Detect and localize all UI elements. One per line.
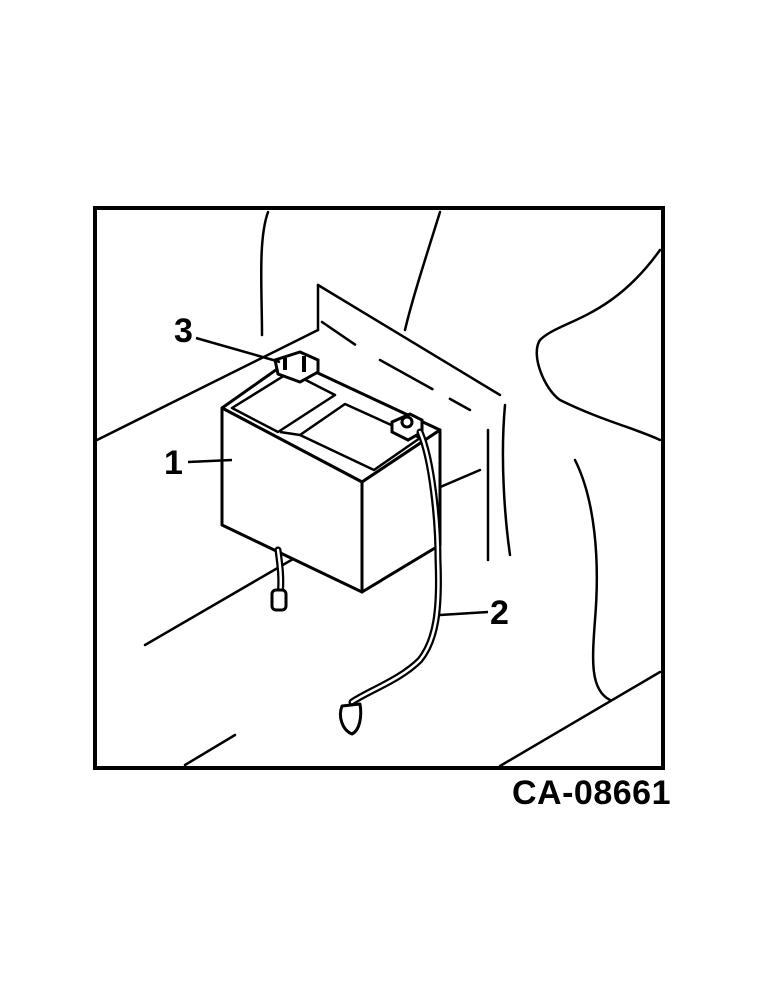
leader-3 — [195, 336, 281, 364]
leader-lines — [187, 336, 489, 617]
background-lines — [95, 210, 662, 768]
terminals — [273, 350, 424, 442]
ground-cable — [270, 546, 288, 612]
callout-3: 3 — [174, 312, 193, 350]
battery — [220, 358, 442, 594]
callout-2: 2 — [490, 594, 509, 632]
leader-1 — [187, 458, 233, 464]
cable-2-end — [338, 702, 363, 736]
figure-frame — [93, 206, 665, 770]
figure-code: CA-08661 — [512, 774, 671, 812]
leader-2 — [439, 610, 489, 617]
callout-1: 1 — [164, 444, 183, 482]
cable-2 — [338, 428, 442, 736]
